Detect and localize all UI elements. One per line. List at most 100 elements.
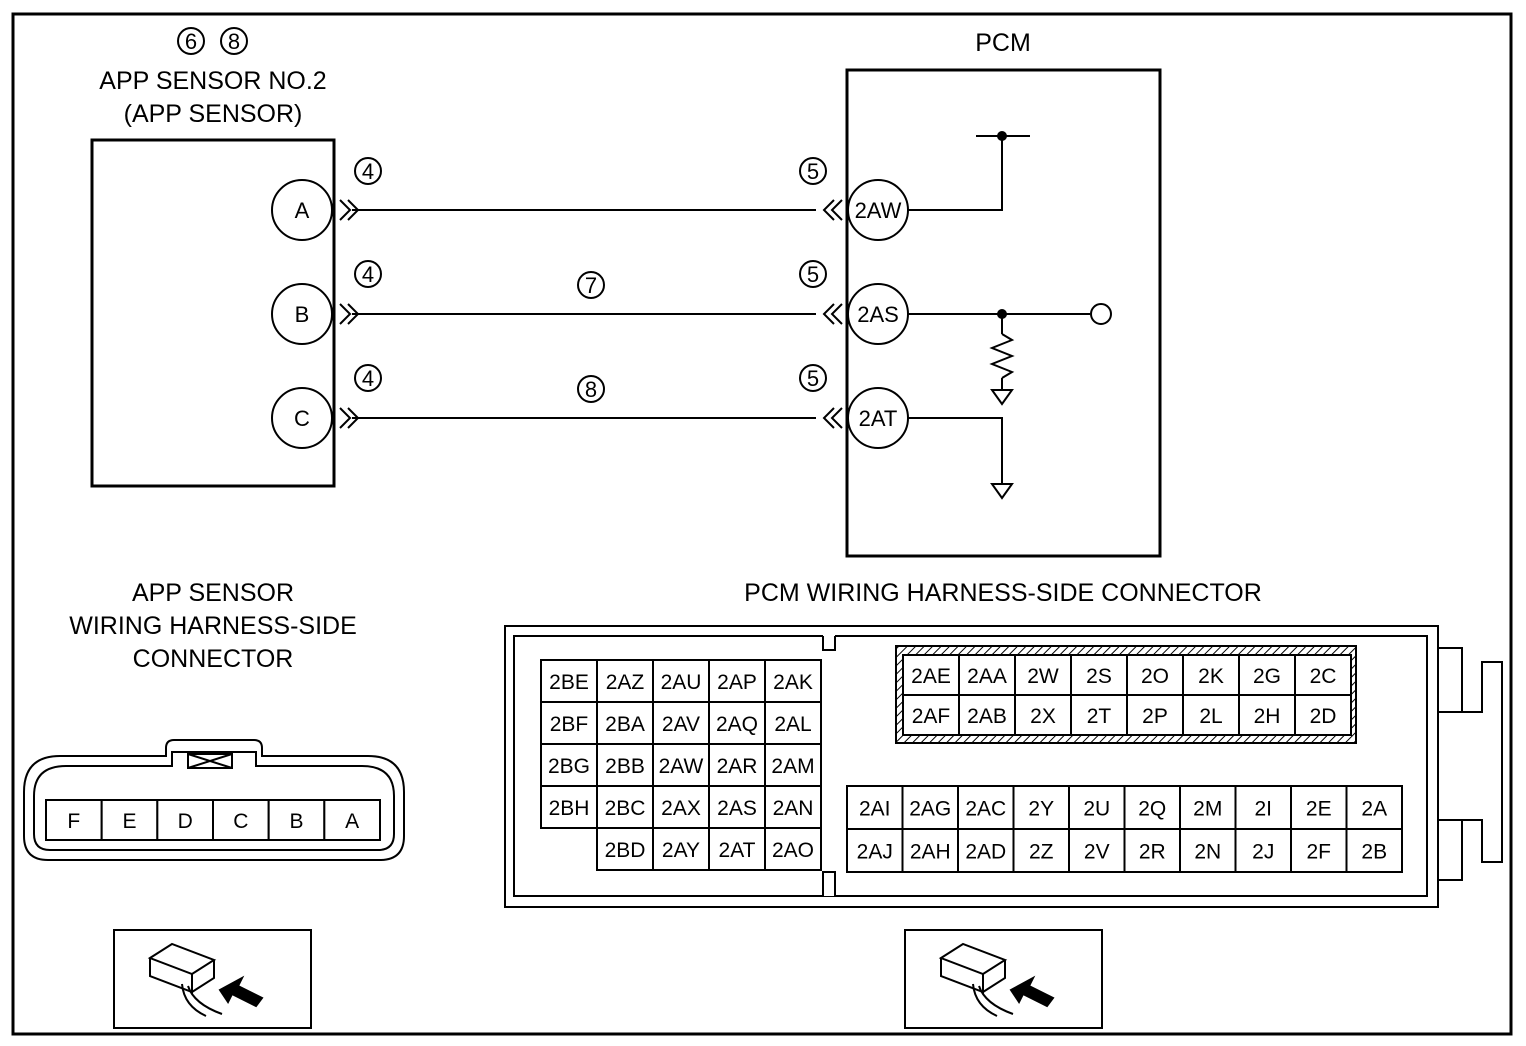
app-pin-f-label: F	[67, 810, 80, 833]
pcm-pin-2aa-label: 2AA	[967, 665, 1007, 688]
view-direction-icon-right	[904, 929, 1103, 1029]
ref-mark-8: 8	[228, 29, 240, 54]
pcm-pin-2ao-label: 2AO	[772, 839, 814, 862]
pcm-pin-2bc-label: 2BC	[605, 797, 646, 820]
pcm-pin-2an-cell	[764, 785, 822, 829]
pcm-pin-2b-cell	[1345, 828, 1403, 873]
pcm-pin-2ax-label: 2AX	[661, 797, 701, 820]
ground-icon-2	[990, 483, 1014, 500]
app-pin-d-cell	[156, 799, 214, 841]
ref-pcm-c: 5	[807, 366, 819, 391]
pcm-pin-2ak-label: 2AK	[773, 671, 813, 694]
diagram-frame	[11, 12, 1513, 1036]
app-pin-a-label: A	[345, 810, 359, 833]
pcm-pin-2ay-cell	[652, 827, 710, 871]
pcm-pin-2ah-label: 2AH	[910, 841, 951, 864]
pcm-pin-2g-label: 2G	[1253, 665, 1281, 688]
pcm-pin-2t-label: 2T	[1087, 705, 1112, 728]
connector-mark-pcm-c	[822, 407, 843, 429]
pcm-pin-2aq-label: 2AQ	[716, 713, 758, 736]
pcm-pin-2p-cell	[1126, 694, 1184, 736]
pcm-pin-2w-cell	[1014, 654, 1072, 696]
pcm-connector-title: PCM WIRING HARNESS-SIDE CONNECTOR	[744, 579, 1262, 607]
supply-line	[908, 136, 1003, 211]
pcm-pin-2z-label: 2Z	[1029, 841, 1054, 864]
pcm-pin-2bd-cell	[596, 827, 654, 871]
pcm-pin-2av-label: 2AV	[662, 713, 700, 736]
ref-sensor-c: 4	[362, 366, 374, 391]
svg-text:2AT: 2AT	[859, 406, 898, 431]
pcm-pin-2bh-label: 2BH	[549, 797, 590, 820]
svg-text:B: B	[295, 302, 310, 327]
pcm-pin-2z-cell	[1012, 828, 1070, 873]
pcm-pin-2be-cell	[540, 659, 598, 703]
pcm-pin-2j-cell	[1234, 828, 1292, 873]
junction-dot-supply	[997, 131, 1007, 141]
pcm-pin-2i-label: 2I	[1254, 798, 1272, 821]
pcm-pin-2ab-label: 2AB	[967, 705, 1007, 728]
pcm-pin-2ba-cell	[596, 701, 654, 745]
pcm-pin-2j-label: 2J	[1252, 841, 1274, 864]
pcm-pin-2h-label: 2H	[1254, 705, 1281, 728]
pcm-pin-2al-label: 2AL	[774, 713, 811, 736]
pcm-pin-2bf-cell	[540, 701, 598, 745]
pcm-pin-2l-cell	[1182, 694, 1240, 736]
pcm-pin-2f-label: 2F	[1306, 841, 1331, 864]
pcm-pin-2ak-cell	[764, 659, 822, 703]
terminal-circle	[1090, 303, 1112, 325]
pcm-pin-2ab-cell	[958, 694, 1016, 736]
pcm-pin-2bh-cell	[540, 785, 598, 829]
svg-text:C: C	[294, 406, 310, 431]
pcm-pin-2aa-cell	[958, 654, 1016, 696]
pcm-pin-2aj-label: 2AJ	[857, 841, 893, 864]
pcm-pin-2af-label: 2AF	[912, 705, 951, 728]
pcm-pin-2ar-label: 2AR	[717, 755, 758, 778]
pcm-pin-2at: 2AT	[847, 387, 909, 449]
pcm-pin-2h-cell	[1238, 694, 1296, 736]
pcm-pin-2al-cell	[764, 701, 822, 745]
pcm-pin-2q-label: 2Q	[1138, 798, 1166, 821]
pcm-pin-2af-cell	[902, 694, 960, 736]
connector-mark-sensor-a	[339, 199, 360, 221]
pcm-pin-2ai-cell	[846, 785, 904, 830]
pcm-pin-2k-label: 2K	[1198, 665, 1224, 688]
pcm-pin-2aw: 2AW	[847, 179, 909, 241]
pcm-pin-2am-label: 2AM	[771, 755, 814, 778]
pcm-pin-2i-cell	[1234, 785, 1292, 830]
pcm-pin-2bb-label: 2BB	[605, 755, 645, 778]
pcm-pin-2d-cell	[1294, 694, 1352, 736]
app-connector-title-1: APP SENSOR	[132, 579, 294, 607]
resistor-icon	[989, 333, 1015, 379]
app-sensor-box	[90, 138, 336, 488]
pcm-pin-2p-label: 2P	[1142, 705, 1168, 728]
pcm-pin-2d-label: 2D	[1310, 705, 1337, 728]
pcm-pin-2ar-cell	[708, 743, 766, 787]
ref-pcm-b: 5	[807, 262, 819, 287]
pcm-pin-2m-label: 2M	[1193, 798, 1222, 821]
app-pin-d-label: D	[178, 810, 193, 833]
pcm-pin-2k-cell	[1182, 654, 1240, 696]
pcm-box	[845, 68, 1162, 558]
ref-sensor-a: 4	[362, 159, 374, 184]
pcm-pin-2y-label: 2Y	[1028, 798, 1054, 821]
pcm-pin-2ai-label: 2AI	[859, 798, 891, 821]
wires	[339, 135, 1090, 500]
app-pin-e-label: E	[122, 810, 136, 833]
app-pin-c-label: C	[233, 810, 248, 833]
pcm-pin-2c-label: 2C	[1310, 665, 1337, 688]
pcm-pin-2bg-label: 2BG	[548, 755, 590, 778]
sensor-pin-c: C	[271, 387, 333, 449]
circuit-ref-marks	[354, 157, 827, 403]
ground-icon-1	[990, 389, 1014, 406]
ref-sensor-b: 4	[362, 262, 374, 287]
app-sensor-title: APP SENSOR NO.2	[99, 67, 326, 95]
pcm-pin-2at-label: 2AT	[719, 839, 756, 862]
svg-text:A: A	[295, 198, 310, 223]
sensor-pin-a: A	[271, 179, 333, 241]
pcm-pin-2s-label: 2S	[1086, 665, 1112, 688]
app-sensor-subtitle: (APP SENSOR)	[124, 100, 303, 128]
